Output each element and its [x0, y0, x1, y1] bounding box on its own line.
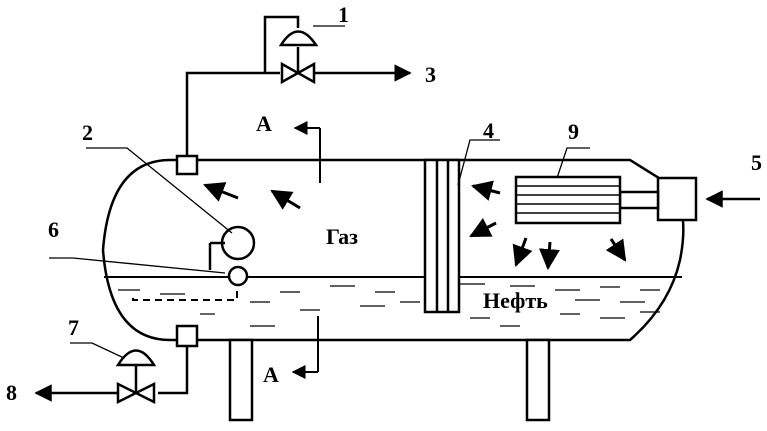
label-8: 8 — [6, 380, 17, 405]
float — [227, 265, 249, 287]
label-3: 3 — [425, 62, 436, 87]
oil-outlet-fitting — [175, 324, 199, 348]
level-controller — [220, 225, 256, 261]
label-6: 6 — [48, 217, 59, 242]
leader-lines — [49, 25, 590, 359]
label-5: 5 — [751, 150, 762, 175]
inlet-nozzle-box — [656, 176, 698, 222]
float-dashed-line — [132, 283, 238, 301]
section-label-bottom: А — [263, 362, 279, 387]
inlet-distributor — [514, 175, 622, 225]
section-label-top: А — [256, 111, 272, 136]
label-9: 9 — [568, 119, 579, 144]
support-leg-right — [525, 338, 551, 422]
support-leg-left — [228, 338, 254, 422]
gas-control-line — [263, 15, 300, 73]
oil-valve-actuator — [115, 349, 157, 367]
gas-valve-actuator — [278, 30, 319, 47]
inlet-pipe — [618, 190, 660, 210]
label-1: 1 — [338, 2, 349, 27]
gas-outlet-fitting — [175, 154, 199, 176]
vessel-body — [101, 158, 685, 342]
label-7: 7 — [68, 315, 79, 340]
oil-zone-label: Нефть — [483, 288, 548, 313]
oil-dashes — [118, 283, 660, 327]
droplet-baffle — [423, 158, 461, 314]
gas-zone-label: Газ — [326, 224, 358, 249]
label-4: 4 — [483, 118, 494, 143]
flow-arrows — [203, 180, 627, 271]
gas-outlet-pipe — [185, 71, 280, 156]
oil-outlet-pipe — [158, 346, 189, 395]
label-2: 2 — [82, 120, 93, 145]
